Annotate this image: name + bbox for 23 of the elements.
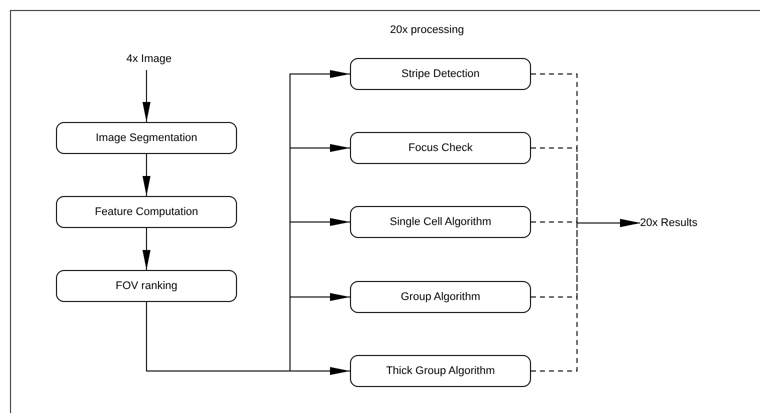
process-label: Group Algorithm [400,291,480,303]
process-label: Feature Computation [94,206,198,218]
process-box [350,355,531,387]
process-label: Single Cell Algorithm [390,216,492,228]
process-label: Focus Check [408,142,473,154]
process-label: Stripe Detection [401,68,480,80]
arrow [142,228,150,270]
process-box [350,281,531,313]
arrow [142,154,150,196]
process-box [56,196,237,228]
flow-text: 20x Results [640,217,698,229]
process-label: Thick Group Algorithm [386,365,495,377]
process-box [350,58,531,90]
dashed-arrow [530,219,640,372]
arrow [142,70,150,122]
process-box [350,206,531,238]
process-box [350,132,531,164]
process-box [56,122,237,154]
flow-text: 4x Image [126,53,172,65]
process-label: FOV ranking [116,280,178,292]
process-label: Image Segmentation [96,132,198,144]
process-box [56,270,237,302]
section-heading: 20x processing [390,24,464,36]
